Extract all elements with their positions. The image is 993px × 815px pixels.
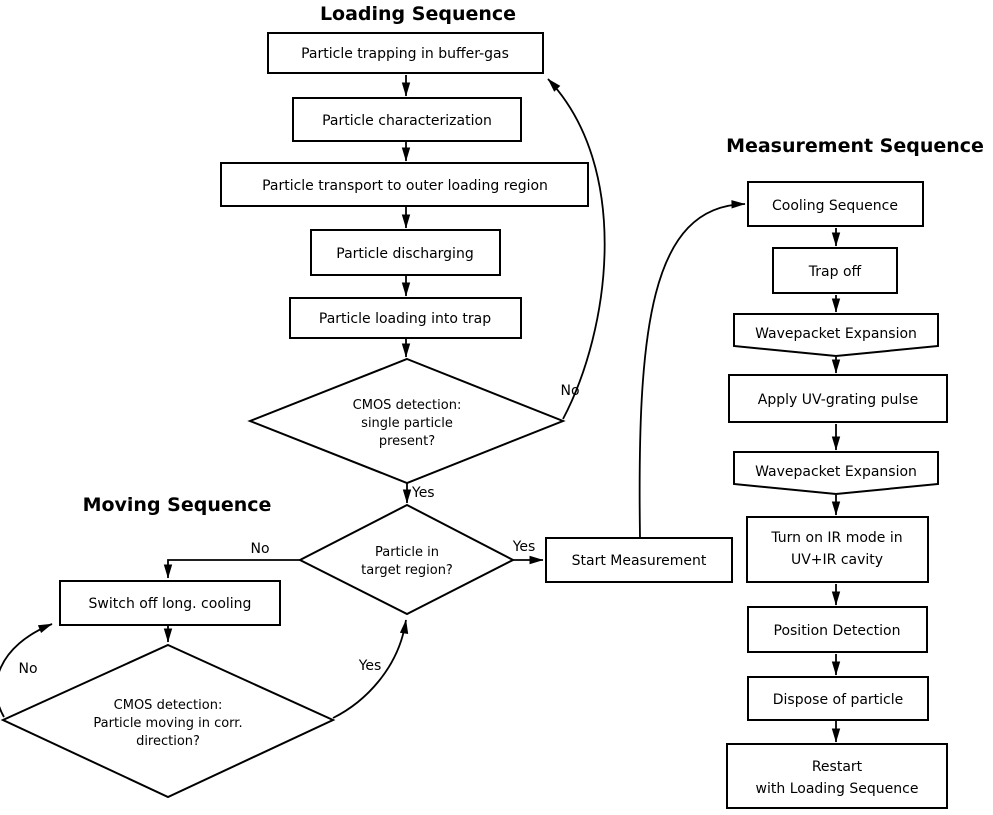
turn-on-ir-box <box>746 516 929 583</box>
decision-target-region-diamond <box>297 503 516 616</box>
node-particle-discharging: Particle discharging <box>310 229 501 276</box>
position-detection-label: Position Detection <box>774 623 901 639</box>
turn-on-ir-line2: UV+IR cavity <box>791 552 883 568</box>
wavepacket-expansion-2-label: Wavepacket Expansion <box>755 464 917 480</box>
trap-off-label: Trap off <box>808 264 862 280</box>
decision-particle-moving: CMOS detection: Particle moving in corr.… <box>0 643 336 799</box>
cooling-sequence-box <box>747 181 924 227</box>
node-particle-trapping: Particle trapping in buffer-gas <box>267 32 544 74</box>
apply-uv-pulse-label: Apply UV-grating pulse <box>758 392 918 408</box>
edge-moving-yes <box>332 619 409 719</box>
switch-off-cooling-label: Switch off long. cooling <box>89 596 252 612</box>
start-measurement-box <box>545 537 733 583</box>
node-particle-loading: Particle loading into trap <box>289 297 522 339</box>
particle-characterization-box <box>292 97 522 142</box>
node-position-detection: Position Detection <box>747 606 928 653</box>
edge-start-to-cooling <box>638 200 746 539</box>
wavepacket-expansion-2-shape <box>733 451 939 496</box>
particle-trapping-label: Particle trapping in buffer-gas <box>301 46 509 62</box>
particle-discharging-box <box>310 229 501 276</box>
decision-particle-moving-line3: direction? <box>136 734 200 749</box>
decision-target-region-line1: Particle in <box>375 545 439 560</box>
node-wavepacket-expansion-1: Wavepacket Expansion <box>733 313 939 358</box>
dispose-particle-label: Dispose of particle <box>773 692 904 708</box>
decision-single-particle-line1: CMOS detection: <box>353 398 462 413</box>
wavepacket-expansion-1-shape <box>733 313 939 358</box>
edge-single-particle-no <box>547 78 606 420</box>
node-dispose-particle: Dispose of particle <box>747 676 929 721</box>
particle-transport-label: Particle transport to outer loading regi… <box>262 178 548 194</box>
decision-particle-moving-diamond <box>0 643 336 799</box>
restart-line2: with Loading Sequence <box>756 781 919 797</box>
trap-off-box <box>772 247 898 294</box>
wavepacket-expansion-1-label: Wavepacket Expansion <box>755 326 917 342</box>
edge-moving-no-label: No <box>18 661 37 677</box>
node-switch-off-cooling: Switch off long. cooling <box>59 580 281 626</box>
decision-single-particle: CMOS detection: single particle present? <box>247 357 566 485</box>
switch-off-cooling-box <box>59 580 281 626</box>
moving-sequence-title: Moving Sequence <box>83 494 272 516</box>
particle-transport-box <box>220 162 589 207</box>
start-measurement-label: Start Measurement <box>572 553 707 569</box>
cooling-sequence-label: Cooling Sequence <box>772 198 898 214</box>
particle-trapping-box <box>267 32 544 74</box>
decision-single-particle-line3: present? <box>379 434 435 449</box>
particle-characterization-label: Particle characterization <box>322 113 492 129</box>
position-detection-box <box>747 606 928 653</box>
decision-single-particle-line2: single particle <box>361 416 453 431</box>
apply-uv-pulse-box <box>728 374 948 423</box>
node-start-measurement: Start Measurement <box>545 537 733 583</box>
decision-particle-moving-line1: CMOS detection: <box>114 698 223 713</box>
node-trap-off: Trap off <box>772 247 898 294</box>
turn-on-ir-line1: Turn on IR mode in <box>770 530 902 546</box>
edge-moving-yes-label: Yes <box>358 658 382 674</box>
decision-particle-moving-line2: Particle moving in corr. <box>93 716 242 731</box>
node-wavepacket-expansion-2: Wavepacket Expansion <box>733 451 939 496</box>
node-particle-transport: Particle transport to outer loading regi… <box>220 162 589 207</box>
measurement-sequence-title: Measurement Sequence <box>726 135 984 157</box>
decision-target-region: Particle in target region? <box>297 503 516 616</box>
particle-loading-label: Particle loading into trap <box>319 311 491 327</box>
edge-single-particle-no-label: No <box>560 383 579 399</box>
edge-moving-no-loop <box>0 623 53 718</box>
restart-line1: Restart <box>812 759 863 775</box>
edge-target-region-no-label: No <box>250 541 269 557</box>
node-apply-uv-pulse: Apply UV-grating pulse <box>728 374 948 423</box>
decision-target-region-line2: target region? <box>361 563 453 578</box>
node-particle-characterization: Particle characterization <box>292 97 522 142</box>
node-restart: Restart with Loading Sequence <box>726 743 948 809</box>
edge-single-particle-yes-label: Yes <box>411 485 435 501</box>
restart-box <box>726 743 948 809</box>
node-cooling-sequence: Cooling Sequence <box>747 181 924 227</box>
edge-target-region-no <box>163 559 300 579</box>
particle-discharging-label: Particle discharging <box>336 246 473 262</box>
node-turn-on-ir: Turn on IR mode in UV+IR cavity <box>746 516 929 583</box>
loading-sequence-title: Loading Sequence <box>320 3 516 25</box>
dispose-particle-box <box>747 676 929 721</box>
edge-target-region-yes-label: Yes <box>512 539 536 555</box>
